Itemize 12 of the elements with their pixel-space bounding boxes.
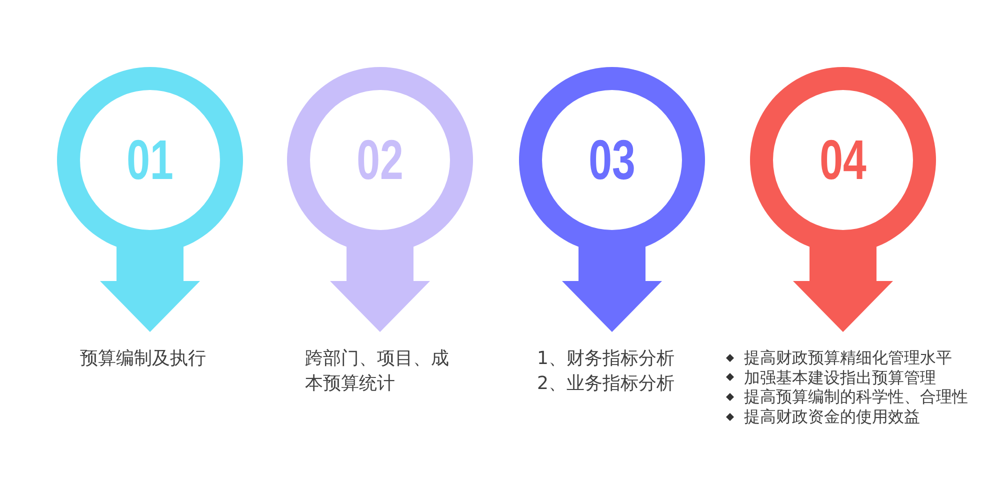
caption-text: 预算编制及执行 — [80, 347, 207, 371]
list-item: 提高财政预算精细化管理水平 — [744, 348, 952, 368]
step-number: 03 — [588, 132, 636, 188]
step-number: 01 — [126, 132, 174, 188]
list-item: 1、财务指标分析 — [537, 347, 676, 371]
step-number: 04 — [820, 132, 866, 188]
list-item: 加强基本建设指出预算管理 — [744, 368, 936, 388]
list-item: 提高财政资金的使用效益 — [744, 406, 920, 426]
list-item: 提高预算编制的科学性、合理性 — [744, 387, 968, 407]
list-item: 2、业务指标分析 — [537, 372, 676, 396]
caption-text: 跨部门、项目、成本预算统计 — [305, 347, 450, 396]
step-number: 02 — [356, 132, 404, 188]
